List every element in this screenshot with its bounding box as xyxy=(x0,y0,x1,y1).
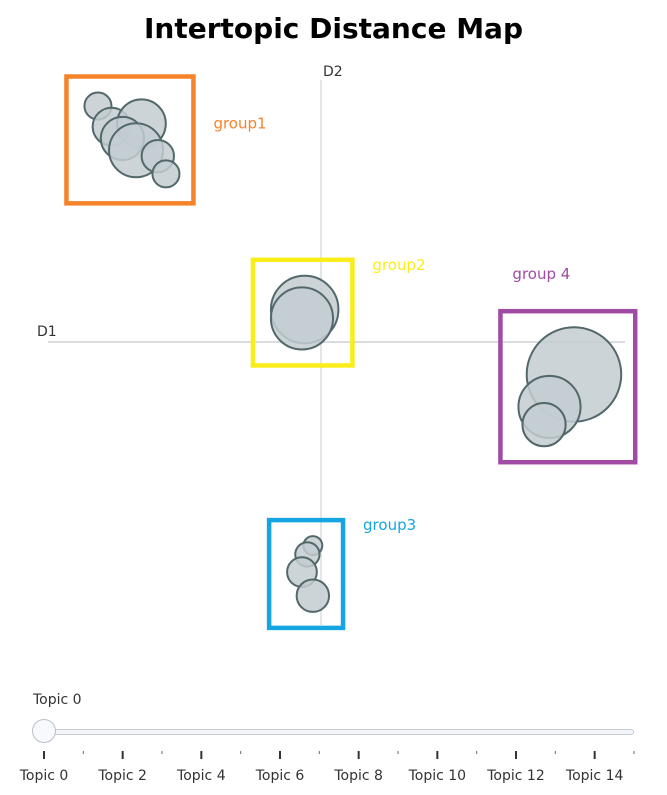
slider-tick-label: Topic 6 xyxy=(255,768,305,784)
slider-current-label: Topic 0 xyxy=(33,692,82,708)
group-box xyxy=(266,517,346,631)
group-label: group 4 xyxy=(512,265,570,283)
chart-title: Intertopic Distance Map xyxy=(144,12,523,45)
group-box-layer xyxy=(64,74,638,631)
topic-slider-rail[interactable] xyxy=(44,729,634,735)
topic-slider-handle[interactable] xyxy=(32,719,56,743)
axes: D1 D2 xyxy=(37,64,625,625)
group-box xyxy=(250,257,355,368)
slider-tick-label: Topic 12 xyxy=(486,768,544,784)
x-axis-label: D1 xyxy=(37,324,57,340)
group-label: group3 xyxy=(363,516,416,534)
group-label-layer: group1 group2 group3 group 4 xyxy=(213,115,570,535)
slider-tick-label: Topic 2 xyxy=(97,768,147,784)
topic-bubble[interactable] xyxy=(295,578,331,613)
slider-tick-label: Topic 14 xyxy=(565,768,624,784)
topic-bubble[interactable] xyxy=(151,159,181,189)
slider-tick-label: Topic 8 xyxy=(333,768,383,784)
group-box xyxy=(64,74,196,206)
slider-tick-label: Topic 10 xyxy=(408,768,466,784)
group-label: group2 xyxy=(372,256,425,274)
slider-tick-layer: Topic 0 Topic 2 Topic 4 Topic 6 Topic 8 Topic… xyxy=(19,751,635,784)
bubble-layer xyxy=(83,91,623,613)
slider-tick-label: Topic 4 xyxy=(176,768,226,784)
group-box xyxy=(498,308,638,465)
slider-tick-label: Topic 0 xyxy=(19,768,69,784)
group-label: group1 xyxy=(213,115,266,133)
y-axis-label: D2 xyxy=(323,64,343,80)
topic-bubble[interactable] xyxy=(269,286,335,351)
topic-bubble[interactable] xyxy=(521,402,567,448)
